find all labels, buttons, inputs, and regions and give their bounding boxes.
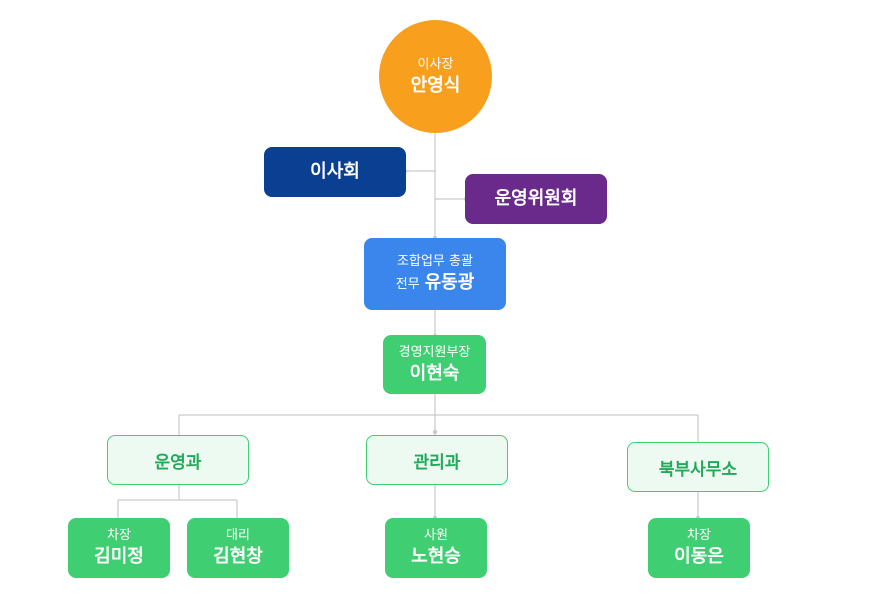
staff-title: 사원: [424, 528, 448, 543]
staff-name: 김미정: [94, 546, 144, 567]
manager-node: 경영지원부장 이현숙: [383, 335, 486, 394]
staff-node: 차장 김미정: [68, 518, 170, 578]
department-label: 북부사무소: [658, 459, 738, 480]
staff-node: 차장 이동은: [648, 518, 750, 578]
department-management: 관리과: [366, 435, 508, 485]
staff-name: 이동은: [674, 546, 724, 567]
staff-node: 사원 노현승: [385, 518, 487, 578]
chairman-title: 이사장: [417, 56, 454, 72]
director-node: 조합업무 총괄 전무 유동광: [364, 238, 506, 310]
director-name-row: 전무 유동광: [396, 271, 475, 295]
department-north-office: 북부사무소: [627, 442, 769, 492]
staff-node: 대리 김현창: [187, 518, 289, 578]
department-operations: 운영과: [107, 435, 249, 485]
director-title2: 전무: [395, 277, 420, 292]
manager-title: 경영지원부장: [398, 344, 471, 360]
staff-title: 차장: [107, 528, 131, 543]
staff-title: 대리: [226, 528, 250, 543]
department-label: 관리과: [413, 452, 461, 473]
board-node: 이사회: [264, 147, 406, 197]
chairman-node: 이사장 안영식: [379, 20, 492, 133]
chairman-name: 안영식: [410, 74, 461, 96]
manager-name: 이현숙: [409, 362, 460, 384]
director-name: 유동광: [424, 272, 475, 293]
board-label: 이사회: [310, 161, 360, 182]
committee-node: 운영위원회: [465, 174, 607, 224]
staff-name: 김현창: [213, 546, 263, 567]
staff-title: 차장: [687, 528, 711, 543]
committee-label: 운영위원회: [494, 188, 578, 209]
director-title: 조합업무 총괄: [397, 254, 473, 269]
staff-name: 노현승: [411, 546, 461, 567]
department-label: 운영과: [154, 452, 202, 473]
